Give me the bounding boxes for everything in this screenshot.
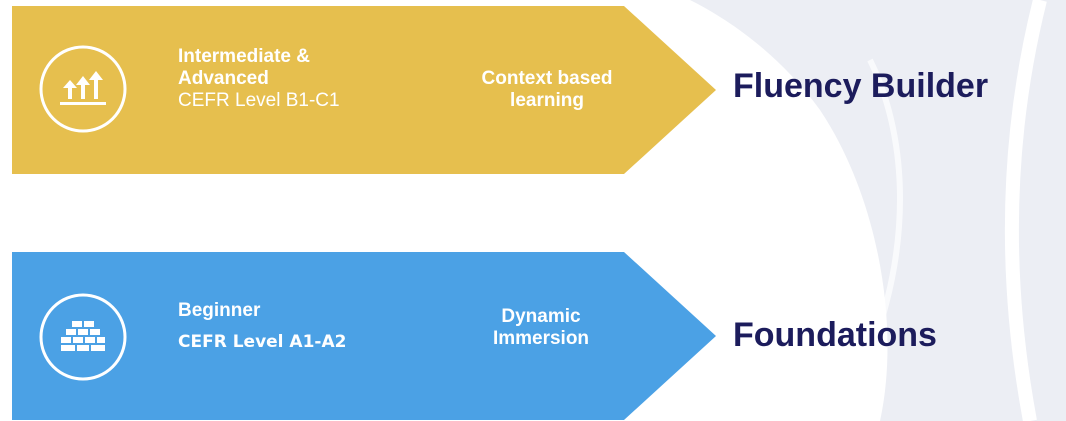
level-description: Intermediate & Advanced CEFR Level B1-C1 — [178, 46, 358, 112]
gold-arrow-banner — [12, 6, 716, 174]
product-name: Fluency Builder — [733, 67, 989, 105]
level-title: Intermediate & Advanced — [178, 46, 310, 89]
cefr-level: CEFR Level A1-A2 — [178, 332, 347, 352]
learning-method: Context based learning — [481, 68, 613, 111]
blue-arrow-banner — [12, 252, 716, 420]
learning-method: Dynamic Immersion — [492, 306, 590, 349]
rising-arrows-icon — [36, 42, 130, 141]
level-title: Beginner — [178, 300, 261, 321]
cefr-level: CEFR Level B1-C1 — [178, 90, 340, 111]
level-description: Beginner CEFR Level A1-A2 — [178, 300, 346, 354]
brick-wall-icon — [36, 290, 130, 389]
product-name: Foundations — [733, 316, 937, 354]
